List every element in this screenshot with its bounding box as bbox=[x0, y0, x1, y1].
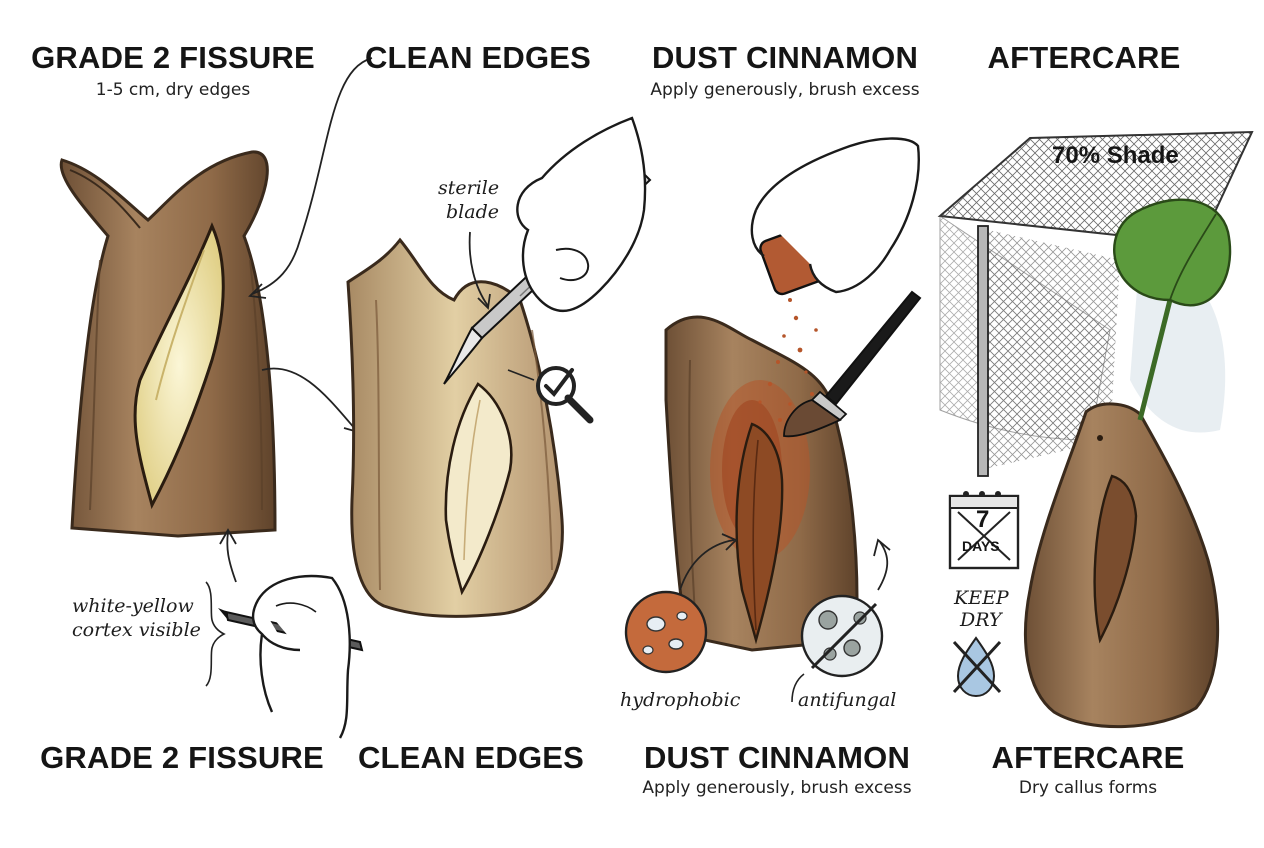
leaf bbox=[1113, 198, 1232, 421]
step1-subtitle-top: 1-5 cm, dry edges bbox=[95, 80, 251, 100]
hydrophobic-zoom bbox=[624, 590, 708, 674]
shade-cloth bbox=[937, 130, 1254, 477]
curved-arrow bbox=[679, 539, 735, 591]
arrowhead bbox=[248, 283, 267, 299]
step4-title-bottom: AFTERCARE bbox=[991, 740, 1185, 775]
brush-icon bbox=[783, 290, 922, 438]
pouring-hand bbox=[750, 137, 920, 294]
arrowhead bbox=[477, 293, 491, 310]
step3-title-top: DUST CINNAMON bbox=[651, 40, 919, 75]
curved-arrow bbox=[791, 673, 805, 703]
step4-subtitle-bottom: Dry callus forms bbox=[1018, 778, 1158, 798]
hydrophobic-label: hydrophobic bbox=[620, 689, 741, 711]
step3-subtitle-top: Apply generously, brush excess bbox=[650, 80, 920, 100]
writing-hand bbox=[251, 574, 351, 739]
curved-arrow bbox=[877, 541, 889, 591]
leader-line bbox=[507, 369, 535, 381]
calendar-icon bbox=[948, 491, 1020, 570]
brace bbox=[205, 581, 226, 687]
cleaned-wound bbox=[444, 382, 513, 596]
step2-title-top: CLEAN EDGES bbox=[364, 40, 592, 75]
arrowhead bbox=[219, 528, 237, 545]
healed-trunk bbox=[1024, 402, 1220, 729]
curved-arrow bbox=[468, 231, 489, 307]
step2-title-bottom: CLEAN EDGES bbox=[357, 740, 585, 775]
holding-hand bbox=[516, 116, 647, 312]
arrowhead bbox=[721, 533, 738, 551]
arrowhead bbox=[873, 538, 891, 557]
curved-arrow bbox=[261, 367, 357, 431]
blade-note-line2: blade bbox=[446, 201, 499, 223]
keep-dry-line2: DRY bbox=[960, 609, 1002, 631]
step1-title-bottom: GRADE 2 FISSURE bbox=[40, 740, 324, 775]
antifungal-label: antifungal bbox=[798, 689, 897, 711]
curved-arrow bbox=[226, 531, 237, 583]
cinnamon-particles bbox=[758, 298, 818, 422]
step3-subtitle-bottom: Apply generously, brush excess bbox=[642, 778, 912, 798]
cleaned-trunk bbox=[346, 237, 564, 618]
step1-title-top: GRADE 2 FISSURE bbox=[31, 40, 315, 75]
curved-arrow bbox=[251, 57, 373, 295]
blade-note-line1: sterile bbox=[438, 177, 500, 199]
no-water-drop-icon bbox=[952, 636, 1002, 698]
cortex-note-line2: cortex visible bbox=[72, 619, 201, 641]
antifungal-zoom bbox=[800, 594, 884, 678]
dusted-wound bbox=[735, 422, 784, 645]
days-word: DAYS bbox=[962, 538, 1000, 554]
magnifier-check-icon bbox=[536, 366, 594, 424]
fissure-wound bbox=[133, 222, 225, 510]
step4-title-top: AFTERCARE bbox=[987, 40, 1181, 75]
step3-title-bottom: DUST CINNAMON bbox=[643, 740, 911, 775]
keep-dry-line1: KEEP bbox=[954, 587, 1009, 609]
cortex-note-line1: white-yellow bbox=[72, 595, 194, 617]
days-number: 7 bbox=[976, 506, 990, 533]
shade-label: 70% Shade bbox=[1052, 142, 1179, 169]
